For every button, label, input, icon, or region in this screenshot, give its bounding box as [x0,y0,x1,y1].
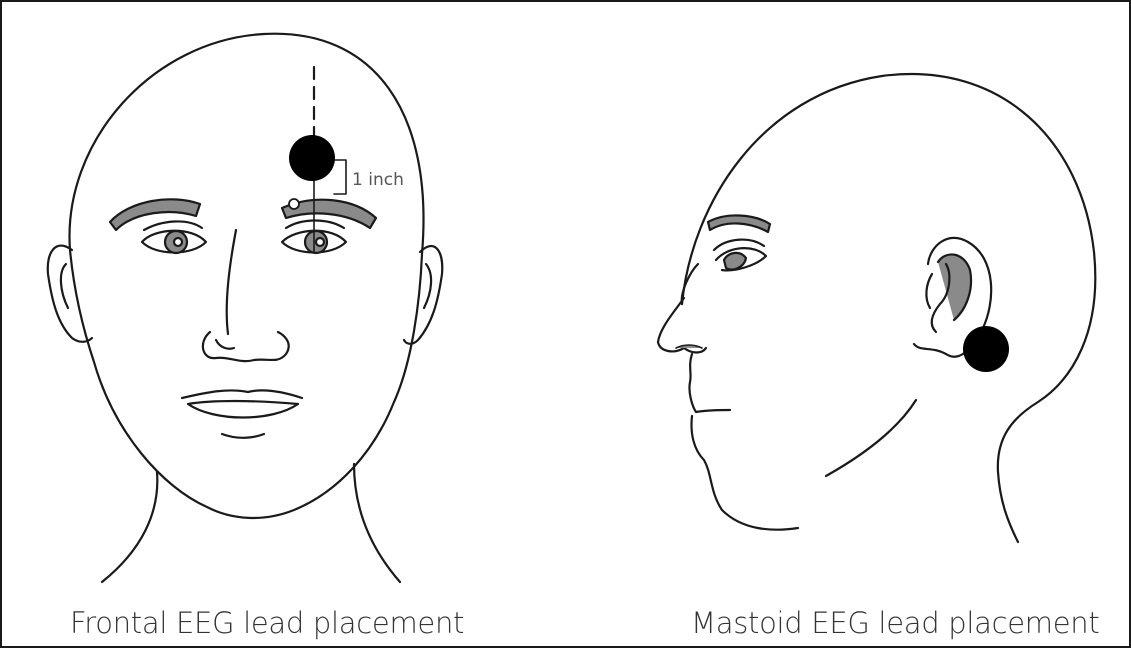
front-left-ear [48,246,92,342]
front-head-outline [70,34,424,518]
side-jaw [826,400,916,476]
front-neck-left [102,472,157,582]
front-brow-marker [289,199,299,209]
side-skull-outline [682,74,1095,542]
front-left-eye [142,221,206,253]
mastoid-caption: Mastoid EEG lead placement [691,606,1099,640]
front-neck-right [354,464,400,582]
mastoid-electrode [963,326,1009,372]
side-nose [658,298,706,353]
front-head [48,34,443,582]
front-measurement-label: 1 inch [352,170,404,190]
front-mouth [182,390,302,437]
side-mouth-chin [689,354,798,530]
front-right-ear [404,246,442,344]
front-measure-bracket [334,160,346,194]
frontal-electrode [289,135,335,181]
side-head [658,74,1095,542]
side-eyebrow [708,215,770,232]
frontal-caption: Frontal EEG lead placement [70,606,464,640]
side-eye [714,240,766,271]
